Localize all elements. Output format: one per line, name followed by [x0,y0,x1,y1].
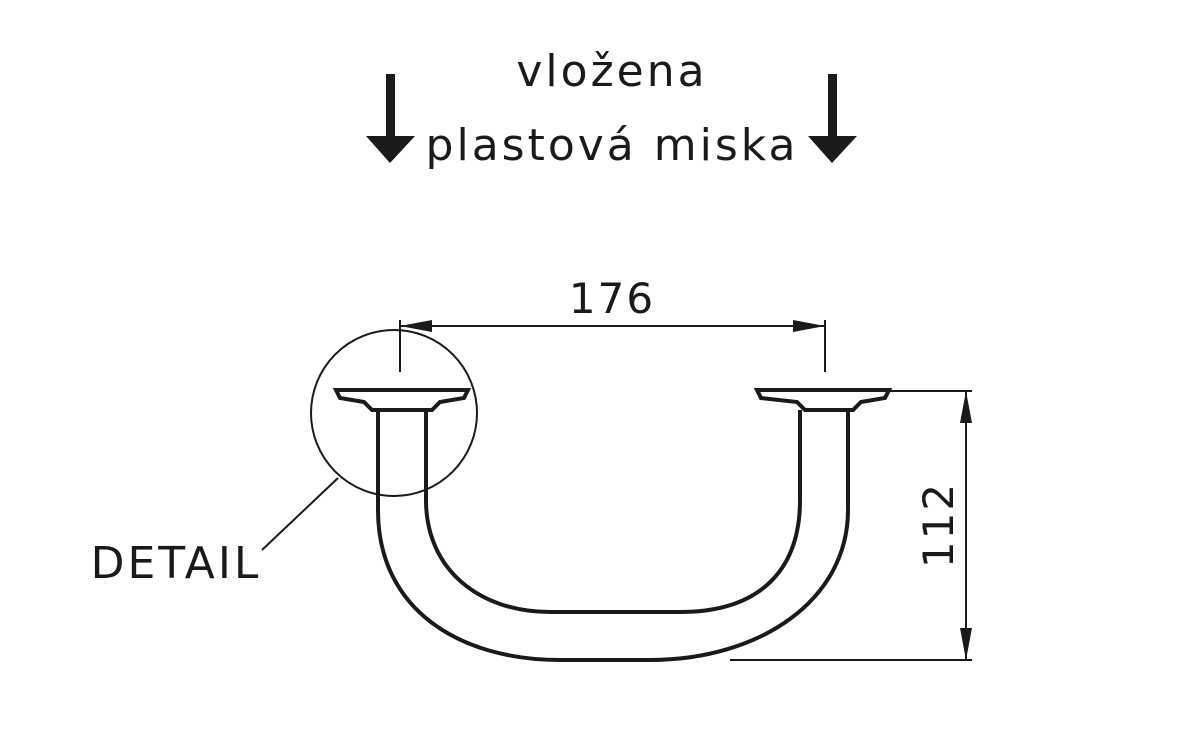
height-dimension: 112 [730,390,972,661]
u-handle-tube [376,410,850,662]
width-dimension: 176 [399,274,826,372]
down-arrow-icon [366,74,415,163]
detail-label: DETAIL [91,538,262,589]
left-flange [332,388,472,412]
right-flange [753,388,893,412]
header-line-2: plastová miska [426,120,799,171]
detail-callout: DETAIL [91,329,478,589]
width-label: 176 [569,274,655,323]
down-arrow-icon [808,74,857,163]
height-label: 112 [914,482,963,568]
header-line-1: vložena [516,46,707,97]
